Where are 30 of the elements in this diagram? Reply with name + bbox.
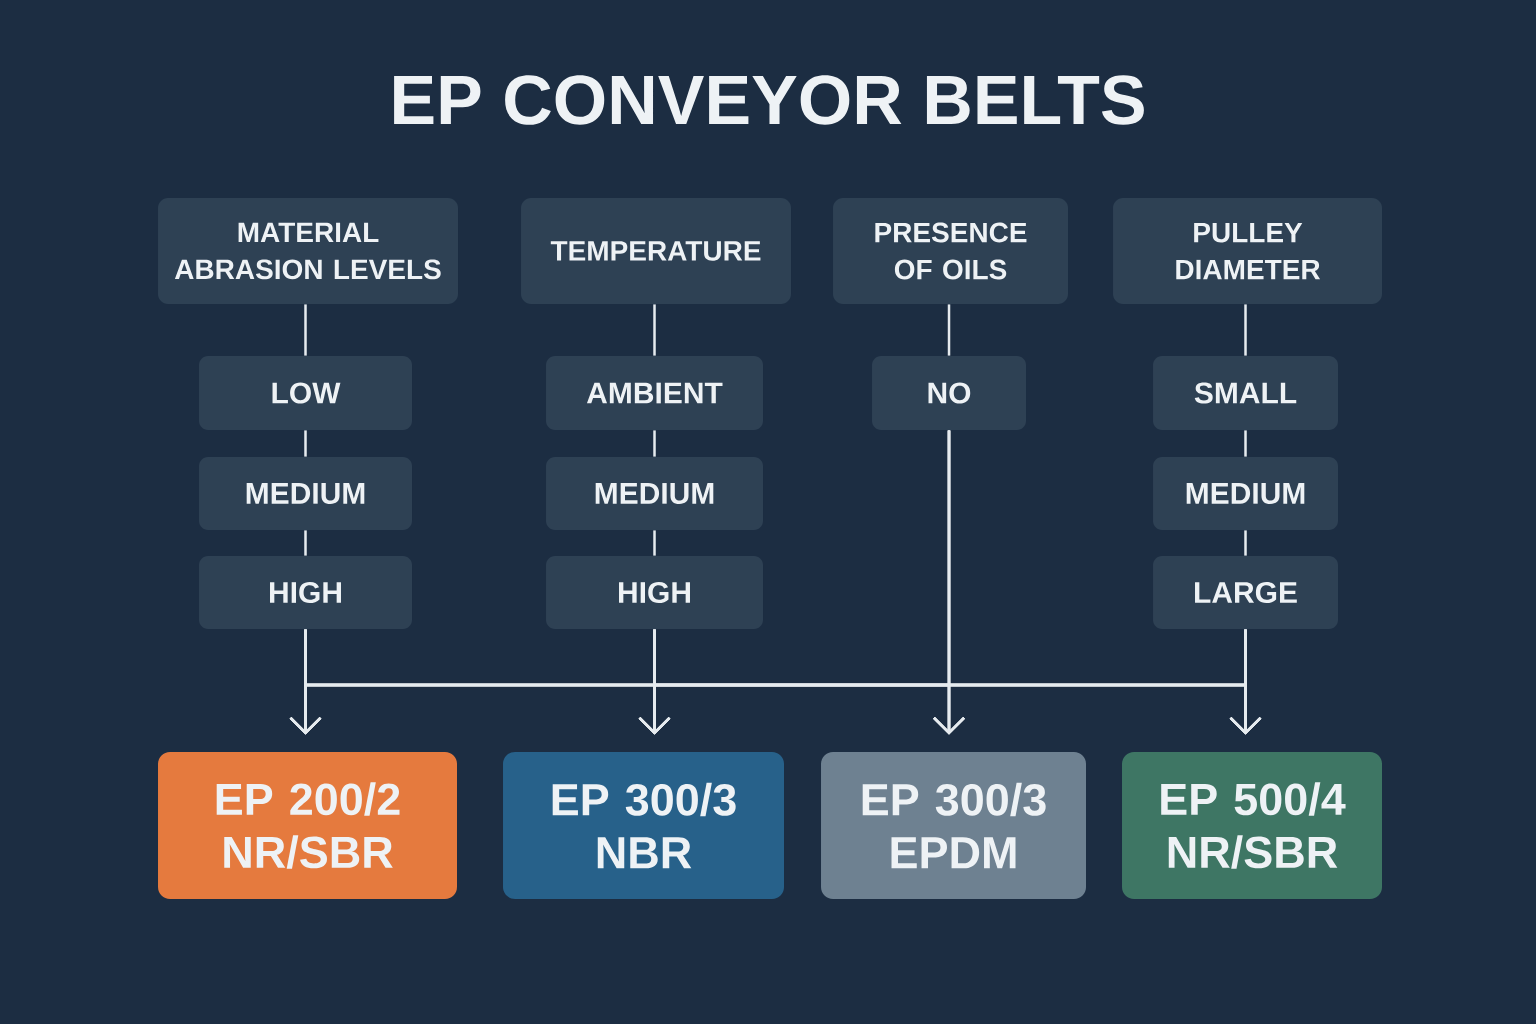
category-box: PRESENCE OF OILS [833,198,1068,304]
title: EP CONVEYOR BELTS [394,75,1144,125]
connector-line [1244,530,1247,556]
option-box: HIGH [546,556,763,629]
connector-line [1244,304,1247,356]
connector-line [653,530,656,556]
option-box: NO [872,356,1026,430]
result-box: EP 200/2 NR/SBR [158,752,457,899]
result-box: EP 300/3 EPDM [821,752,1086,899]
option-box: MEDIUM [199,457,412,530]
option-box: MEDIUM [1153,457,1338,530]
option-box: HIGH [199,556,412,629]
connector-line [947,304,951,356]
option-box: LOW [199,356,412,430]
category-box: MATERIAL ABRASION LEVELS [158,198,458,304]
connector-line [653,430,656,457]
connector-line [653,304,656,356]
option-box: LARGE [1153,556,1338,629]
category-box: PULLEY DIAMETER [1113,198,1382,304]
connector-line [304,530,307,556]
connector-line [304,304,307,356]
option-box: SMALL [1153,356,1338,430]
result-box: EP 500/4 NR/SBR [1122,752,1382,899]
result-box: EP 300/3 NBR [503,752,784,899]
option-box: AMBIENT [546,356,763,430]
connector-line [304,430,307,457]
arrow [1229,629,1262,735]
connector-line [1244,430,1247,457]
category-box: TEMPERATURE [521,198,791,304]
option-box: MEDIUM [546,457,763,530]
